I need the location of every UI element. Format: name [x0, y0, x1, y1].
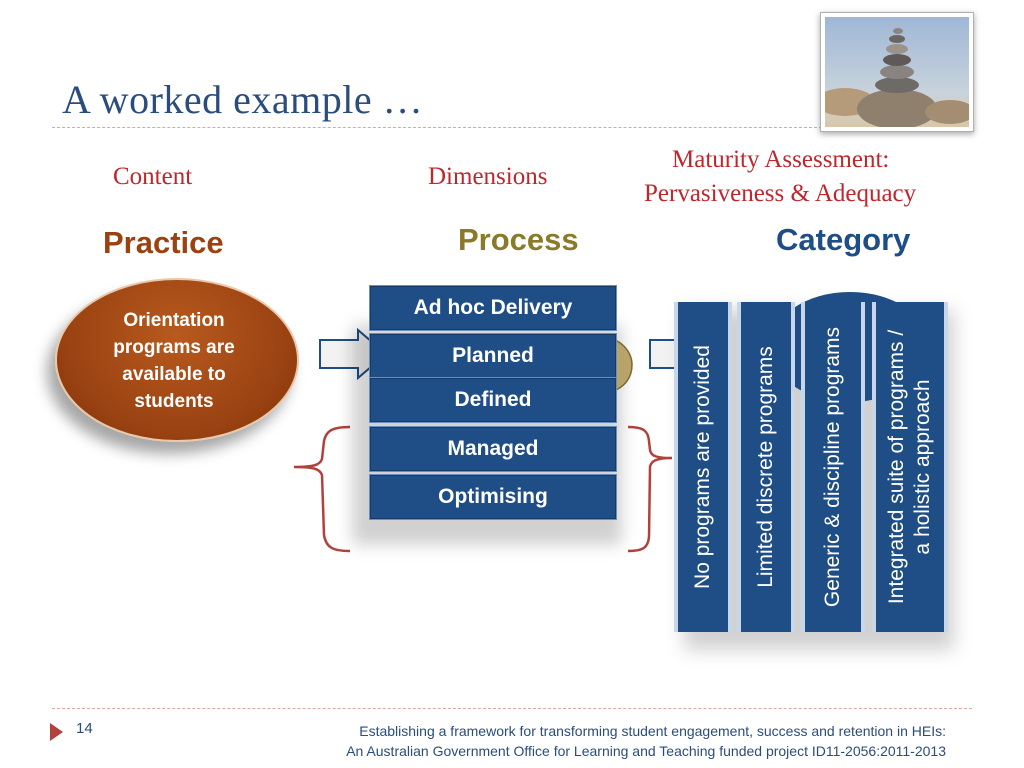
process-level-defined: Defined [369, 377, 617, 423]
category-text: Integrated suite of programs / a holisti… [884, 330, 936, 604]
process-subheader: Process [458, 222, 579, 257]
practice-oval-line: programs are [113, 337, 235, 358]
practice-oval-text: Orientation programs are available to st… [88, 307, 260, 415]
dimensions-header: Dimensions [428, 163, 548, 190]
category-text-line: a holistic approach [911, 379, 934, 555]
process-level-managed: Managed [369, 426, 617, 472]
page-number: 14 [76, 720, 93, 737]
category-text-line: Limited discrete programs [754, 346, 777, 588]
footer-text: Establishing a framework for transformin… [346, 721, 946, 761]
practice-oval-line: available to [122, 364, 226, 385]
category-text-line: No programs are provided [691, 345, 714, 589]
practice-oval [55, 278, 299, 442]
category-text: Generic & discipline programs [820, 327, 846, 607]
left-brace-process [293, 425, 351, 553]
right-brace-process [627, 425, 673, 553]
content-header: Content [113, 163, 193, 190]
category-text: Limited discrete programs [753, 346, 779, 588]
practice-oval-line: students [134, 391, 214, 412]
slide-marker-icon [50, 723, 63, 741]
process-level-optimising: Optimising [369, 474, 617, 520]
category-subheader: Category [776, 222, 911, 257]
process-level-planned: Planned [369, 333, 617, 379]
footer-line: An Australian Government Office for Lear… [346, 743, 946, 759]
slide-title: A worked example … [62, 77, 424, 122]
category-text-line: Integrated suite of programs / [885, 329, 908, 605]
category-text-line: Generic & discipline programs [821, 326, 844, 608]
category-column-none: No programs are provided [674, 302, 732, 632]
footer-divider [52, 708, 972, 709]
category-column-generic: Generic & discipline programs [801, 302, 865, 632]
stacked-stones-photo [820, 12, 974, 132]
practice-subheader: Practice [103, 225, 224, 260]
process-level-ad-hoc-delivery: Ad hoc Delivery [369, 285, 617, 331]
maturity-header-line2: Pervasiveness & Adequacy [644, 180, 917, 207]
category-text: No programs are provided [690, 345, 716, 589]
maturity-header-line1: Maturity Assessment: [672, 146, 890, 173]
footer-line: Establishing a framework for transformin… [359, 723, 946, 739]
practice-oval-line: Orientation [123, 310, 225, 331]
category-column-limited: Limited discrete programs [737, 302, 795, 632]
title-divider [52, 127, 822, 128]
stacked-stones-image [825, 17, 969, 127]
category-column-integrated: Integrated suite of programs / a holisti… [872, 302, 948, 632]
